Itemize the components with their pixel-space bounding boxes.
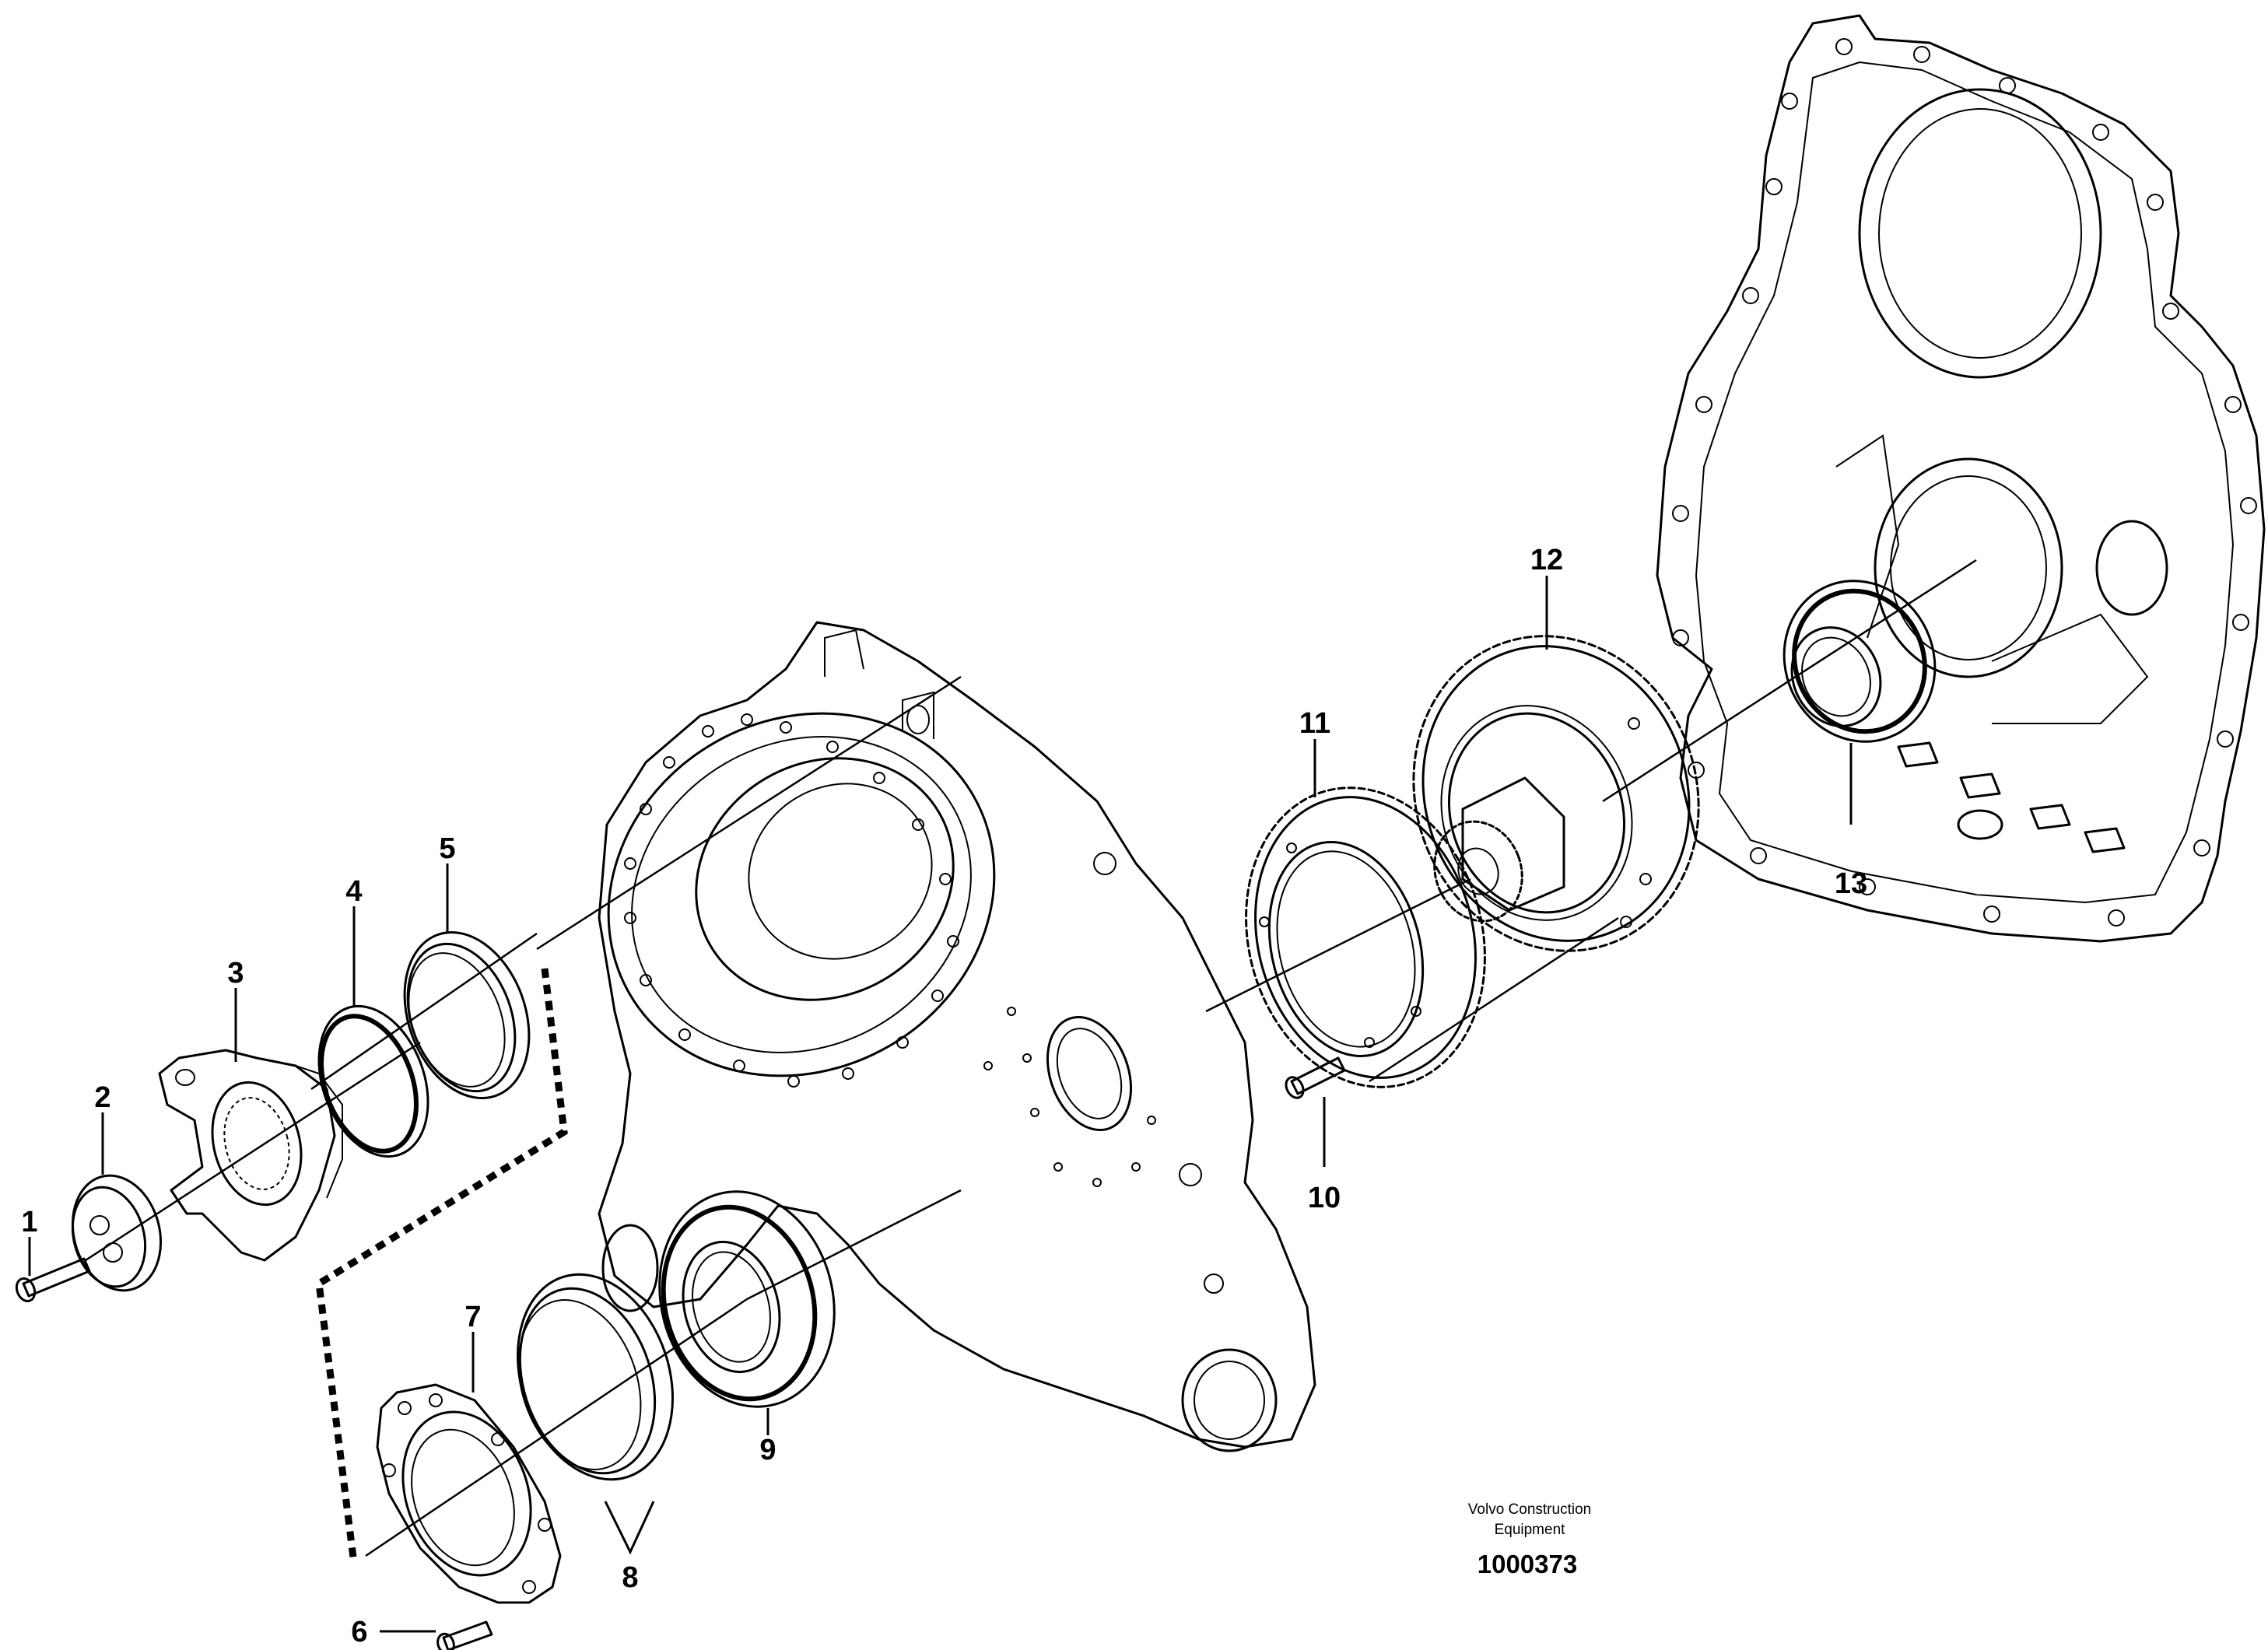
callout-4: 4 [345,875,362,908]
seal-cover-7 [376,1383,562,1604]
callout-1: 1 [21,1206,37,1238]
callout-9: 9 [759,1434,776,1466]
transfer-case-cover [1656,14,2266,943]
credit-line-2: Equipment [1495,1522,1566,1538]
bearing-9 [658,1190,836,1408]
callout-labels: 1 2 3 4 5 6 7 8 9 10 11 12 13 [21,544,1867,1648]
callout-8: 8 [622,1561,638,1594]
callout-2: 2 [94,1081,110,1114]
bolt-1 [15,1257,91,1303]
bearing-13 [1783,580,1937,743]
callout-7: 7 [464,1301,481,1333]
callout-12: 12 [1530,544,1563,576]
gearbox-housing [598,621,1316,1452]
shims-8 [516,1273,675,1481]
output-gear-12 [1412,635,1700,952]
document-number: 1000373 [1478,1550,1577,1578]
callout-11: 11 [1299,707,1330,740]
callout-5: 5 [439,832,455,865]
washer-2 [71,1174,163,1292]
callout-6: 6 [351,1616,367,1648]
yoke-flange-3 [158,1049,343,1262]
bolt-10 [1285,1056,1346,1099]
credit-line-1: Volvo Construction [1468,1501,1591,1518]
credit-block: Volvo Construction Equipment 1000373 [1468,1501,1591,1578]
bolt-6 [436,1620,493,1650]
dashed-assembly-bracket [315,968,568,1564]
callout-10: 10 [1308,1182,1341,1214]
callout-leader-lines [28,576,1853,1633]
ring-gear-11 [1245,786,1486,1088]
o-ring-4 [317,1004,429,1158]
assembly-axis-lines [85,559,1977,1557]
callout-13: 13 [1835,867,1867,900]
callout-3: 3 [227,957,244,990]
seal-ring-5 [403,930,531,1100]
